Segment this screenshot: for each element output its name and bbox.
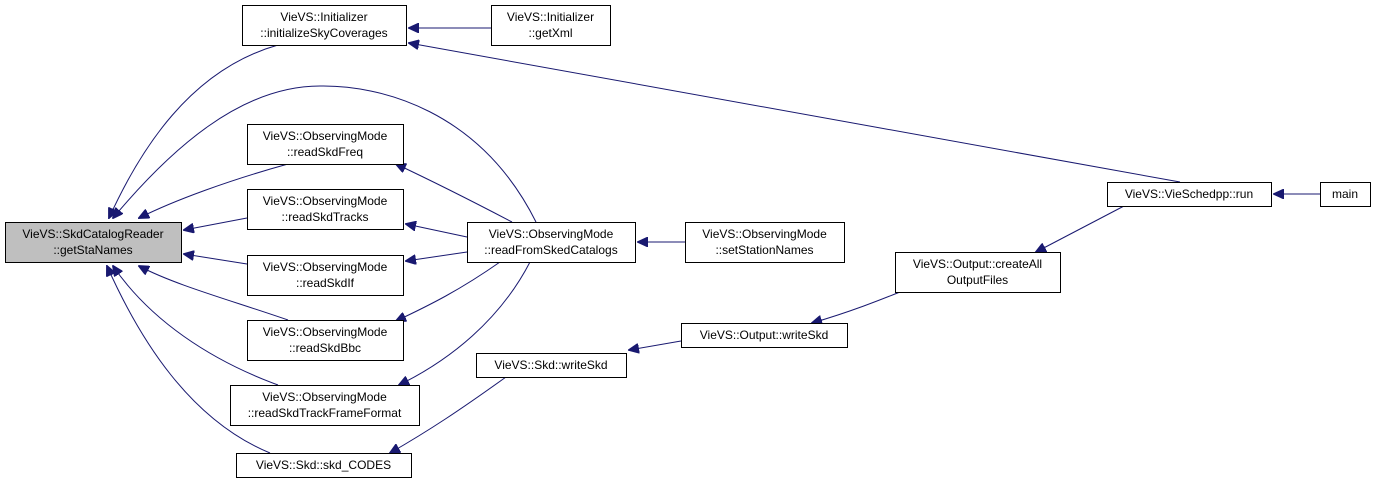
edge-readFromSked-to-readSkdTracks xyxy=(406,224,468,238)
node-box xyxy=(1107,182,1272,207)
node-readSkdIf[interactable]: VieVS::ObservingMode::readSkdIf xyxy=(247,255,404,296)
node-vieRun[interactable]: VieVS::VieSchedpp::run xyxy=(1107,182,1272,207)
edge-vieRun-to-createAll xyxy=(1036,205,1125,252)
edge-readSkdIf-to-getStaNames xyxy=(184,254,248,265)
node-label-line: ::initializeSkyCoverages xyxy=(260,26,387,40)
node-box xyxy=(236,453,412,478)
node-readFromSked[interactable]: VieVS::ObservingMode::readFromSkedCatalo… xyxy=(467,222,636,263)
node-box xyxy=(5,222,182,263)
node-box xyxy=(247,189,404,230)
node-box xyxy=(895,252,1061,293)
node-initSky[interactable]: VieVS::Initializer::initializeSkyCoverag… xyxy=(242,5,407,46)
node-readSkdTracks[interactable]: VieVS::ObservingMode::readSkdTracks xyxy=(247,189,404,230)
node-label-line: ::readSkdBbc xyxy=(289,341,361,355)
node-label-line: VieVS::ObservingMode xyxy=(489,227,614,241)
node-label-line: VieVS::ObservingMode xyxy=(702,227,827,241)
node-label-line: VieVS::VieSchedpp::run xyxy=(1125,187,1253,201)
node-label-line: VieVS::Initializer xyxy=(280,10,367,24)
node-label-line: VieVS::Output::writeSkd xyxy=(700,328,829,342)
node-label-line: VieVS::SkdCatalogReader xyxy=(22,227,163,241)
node-skdCodes[interactable]: VieVS::Skd::skd_CODES xyxy=(236,453,412,478)
edge-readSkdFreq-to-getStaNames xyxy=(139,163,289,218)
edge-readFromSked-to-readSkdTFF xyxy=(399,261,531,385)
edges-layer xyxy=(107,28,1320,453)
edge-vieRun-to-initSky xyxy=(409,43,1181,183)
nodes-layer: VieVS::SkdCatalogReader::getStaNamesVieV… xyxy=(5,5,1371,478)
node-label-line: VieVS::Skd::writeSkd xyxy=(494,358,607,372)
node-readSkdTFF[interactable]: VieVS::ObservingMode::readSkdTrackFrameF… xyxy=(230,385,420,426)
node-label-line: ::getXml xyxy=(528,26,572,40)
node-label-line: ::readSkdFreq xyxy=(287,145,363,159)
node-label-line: VieVS::ObservingMode xyxy=(263,260,388,274)
node-label-line: VieVS::Initializer xyxy=(507,10,594,24)
node-label-line: VieVS::ObservingMode xyxy=(263,325,388,339)
node-readSkdBbc[interactable]: VieVS::ObservingMode::readSkdBbc xyxy=(247,320,404,361)
node-label-line: VieVS::ObservingMode xyxy=(263,129,388,143)
edge-readFromSked-to-readSkdFreq xyxy=(396,164,513,223)
node-label-line: ::setStationNames xyxy=(715,243,813,257)
node-box xyxy=(681,323,848,348)
edge-skdWriteSkd-to-skdCodes xyxy=(390,376,507,453)
node-main[interactable]: main xyxy=(1320,182,1371,207)
node-label-line: VieVS::ObservingMode xyxy=(263,194,388,208)
node-box xyxy=(247,320,404,361)
edge-readFromSked-to-readSkdIf xyxy=(406,251,468,261)
node-box xyxy=(1320,182,1371,207)
node-setStationNames[interactable]: VieVS::ObservingMode::setStationNames xyxy=(685,222,845,263)
node-label-line: ::readSkdTracks xyxy=(282,210,369,224)
edge-readFromSked-to-getStaNames xyxy=(113,85,537,223)
edge-readSkdTFF-to-getStaNames xyxy=(113,266,279,386)
edge-readSkdTracks-to-getStaNames xyxy=(184,217,248,230)
edge-readSkdBbc-to-getStaNames xyxy=(139,266,289,321)
node-label-line: OutputFiles xyxy=(947,273,1008,287)
edge-readFromSked-to-readSkdBbc xyxy=(396,261,501,321)
node-box xyxy=(685,222,845,263)
node-box xyxy=(476,353,627,378)
node-label-line: ::readSkdIf xyxy=(296,276,355,290)
node-label-line: VieVS::ObservingMode xyxy=(262,390,387,404)
node-box xyxy=(230,385,420,426)
node-initGetXml[interactable]: VieVS::Initializer::getXml xyxy=(491,5,611,46)
node-box xyxy=(242,5,407,46)
node-readSkdFreq[interactable]: VieVS::ObservingMode::readSkdFreq xyxy=(247,124,404,165)
node-box xyxy=(247,255,404,296)
node-outWriteSkd[interactable]: VieVS::Output::writeSkd xyxy=(681,323,848,348)
node-label-line: ::readFromSkedCatalogs xyxy=(484,243,617,257)
edge-outWriteSkd-to-skdWriteSkd xyxy=(629,340,682,350)
node-box xyxy=(467,222,636,263)
node-skdWriteSkd[interactable]: VieVS::Skd::writeSkd xyxy=(476,353,627,378)
node-label-line: main xyxy=(1332,187,1358,201)
node-box xyxy=(247,124,404,165)
node-label-line: VieVS::Output::createAll xyxy=(913,257,1042,271)
node-label-line: ::getStaNames xyxy=(53,243,132,257)
edge-skdCodes-to-getStaNames xyxy=(107,266,271,454)
node-getStaNames[interactable]: VieVS::SkdCatalogReader::getStaNames xyxy=(5,222,182,263)
node-box xyxy=(491,5,611,46)
edge-initSky-to-getStaNames xyxy=(109,44,279,218)
edge-createAll-to-outWriteSkd xyxy=(812,291,901,323)
node-label-line: ::readSkdTrackFrameFormat xyxy=(248,406,402,420)
node-label-line: VieVS::Skd::skd_CODES xyxy=(256,458,391,472)
